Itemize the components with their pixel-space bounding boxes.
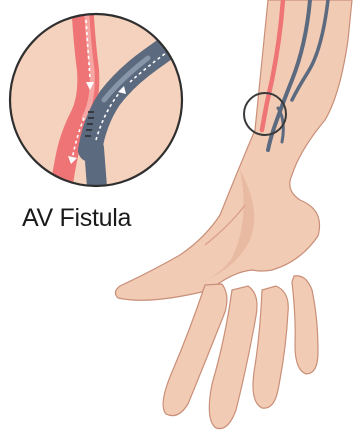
finger-little xyxy=(292,276,318,374)
diagram-caption: AV Fistula xyxy=(22,204,162,233)
finger-ring xyxy=(253,286,288,408)
zoom-inset xyxy=(10,0,190,200)
vein-zoomed-lower xyxy=(94,148,98,200)
